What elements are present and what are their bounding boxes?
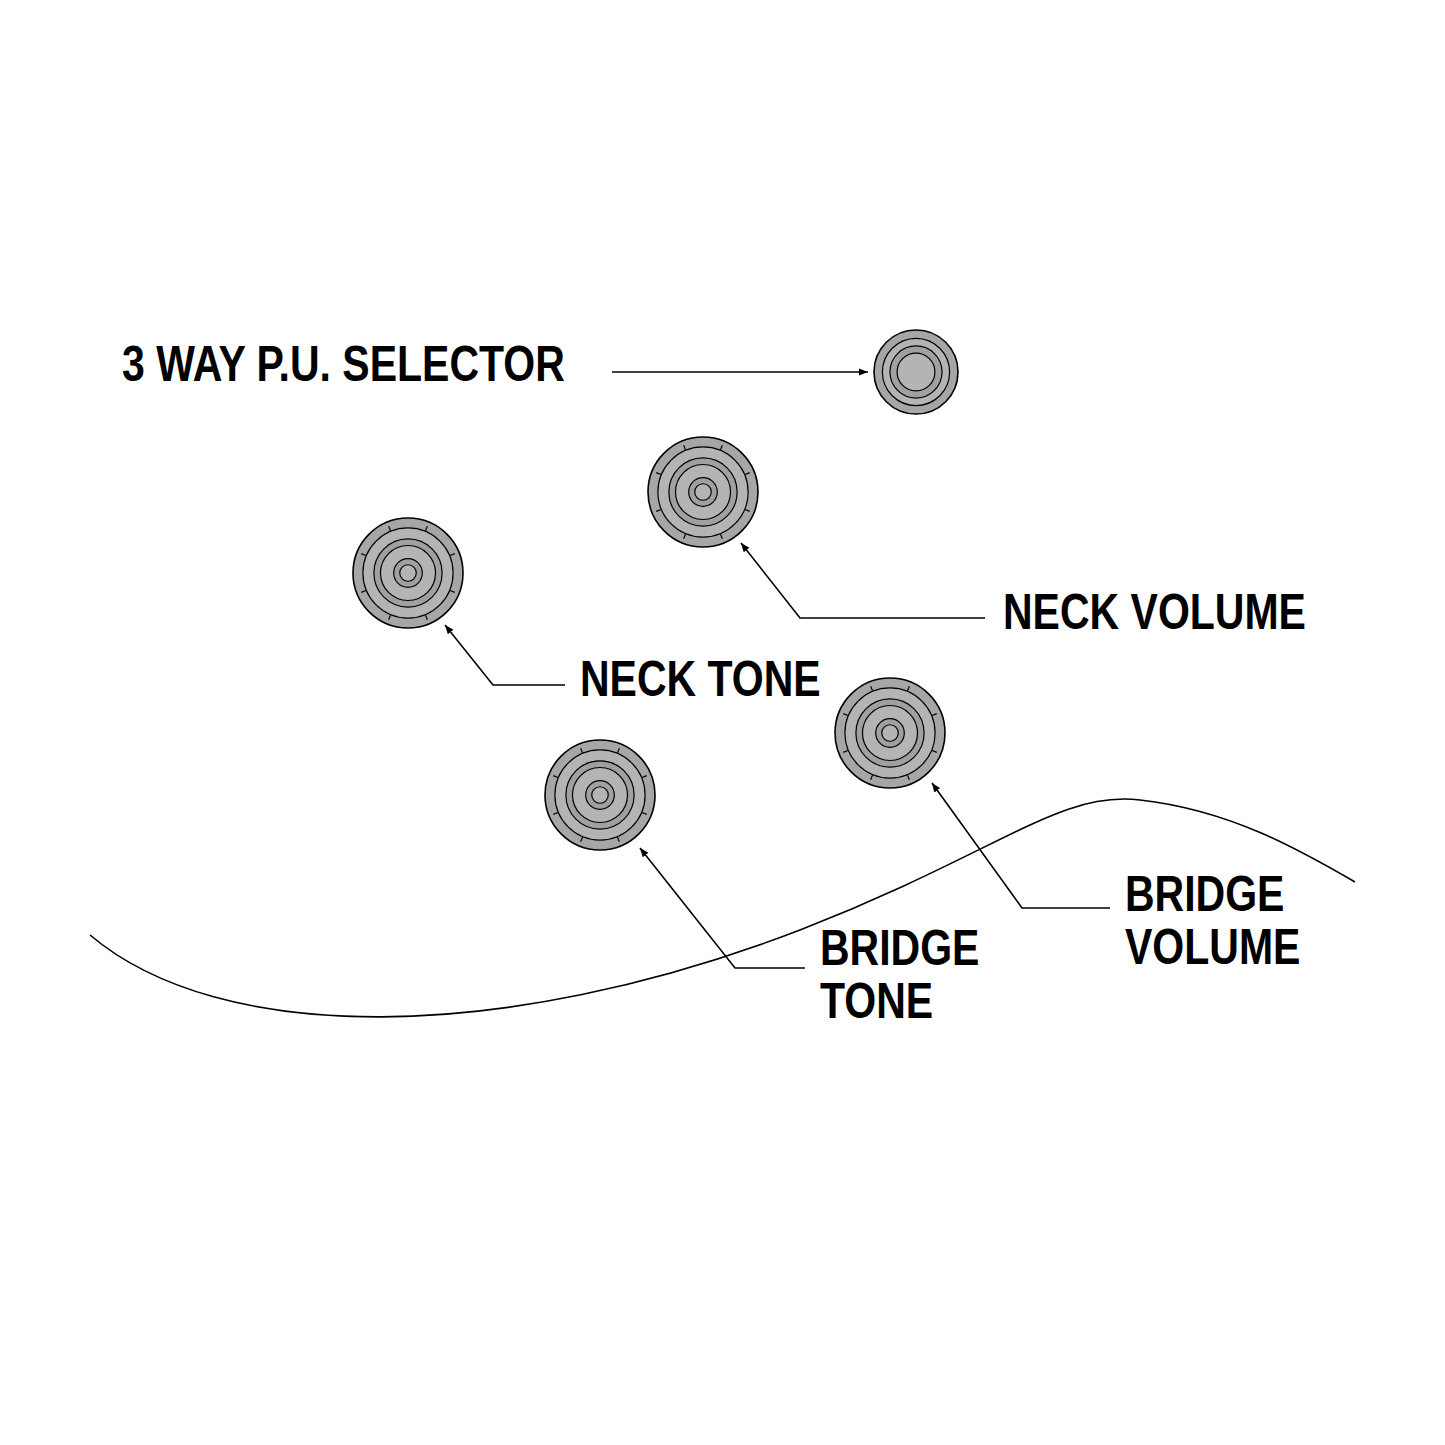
control-knob [353, 518, 463, 628]
knob-ring [381, 546, 436, 601]
knob-notch [907, 686, 909, 691]
knob-ring [835, 678, 945, 788]
knob-notch [581, 748, 583, 753]
knob-notch [642, 812, 647, 814]
knob-ring [394, 559, 423, 588]
knob-notch [450, 590, 455, 592]
knob-notch [843, 714, 848, 716]
knob-ring [890, 346, 942, 398]
knob-notch [907, 775, 909, 780]
knob-notch [720, 445, 722, 450]
knob-notch [425, 526, 427, 531]
knob-ring [566, 761, 634, 829]
knob-notch [581, 837, 583, 842]
knob-notch [871, 775, 873, 780]
knob-notch [642, 776, 647, 778]
selector-switch [874, 330, 958, 414]
knob-notch [684, 445, 686, 450]
knob-group [353, 330, 958, 850]
control-knob [648, 437, 758, 547]
knob-notch [617, 748, 619, 753]
knob-notch [553, 812, 558, 814]
knob-notch [425, 615, 427, 620]
knob-ring [374, 539, 442, 607]
knob-ring [863, 706, 918, 761]
knob-ring [545, 740, 655, 850]
leader-line [932, 783, 1110, 908]
knob-notch [932, 750, 937, 752]
knob-ring [353, 518, 463, 628]
knob-notch [361, 590, 366, 592]
part-label: 3 WAY P.U. SELECTOR [122, 338, 565, 391]
knob-ring [874, 330, 958, 414]
knob-notch [450, 554, 455, 556]
knob-ring [695, 484, 712, 501]
knob-notch [745, 473, 750, 475]
knob-ring [586, 781, 615, 810]
knob-ring [573, 768, 628, 823]
knob-notch [720, 534, 722, 539]
part-label: NECK VOLUME [1003, 586, 1306, 639]
knob-ring [882, 338, 949, 405]
knob-ring [897, 353, 935, 391]
knob-ring [689, 478, 718, 507]
leader-line [612, 371, 868, 373]
knob-ring [882, 725, 899, 742]
knob-notch [361, 554, 366, 556]
knob-ring [648, 437, 758, 547]
knob-notch [389, 526, 391, 531]
knob-ring [363, 528, 453, 618]
knob-notch [684, 534, 686, 539]
knob-ring [400, 565, 417, 582]
part-label: NECK TONE [580, 653, 821, 706]
part-label: BRIDGE VOLUME [1125, 868, 1322, 974]
knob-ring [856, 699, 924, 767]
control-knob [545, 740, 655, 850]
knob-notch [553, 776, 558, 778]
knob-ring [555, 750, 645, 840]
knob-notch [745, 509, 750, 511]
leader-line [445, 625, 565, 685]
knob-ring [845, 688, 935, 778]
knob-notch [389, 615, 391, 620]
knob-notch [871, 686, 873, 691]
knob-ring [592, 787, 609, 804]
knob-ring [658, 447, 748, 537]
knob-ring [676, 465, 731, 520]
knob-notch [617, 837, 619, 842]
knob-notch [656, 509, 661, 511]
body-edge [90, 799, 1355, 1017]
knob-notch [656, 473, 661, 475]
leader-line [741, 543, 985, 618]
knob-ring [876, 719, 905, 748]
knob-ring [669, 458, 737, 526]
part-label: BRIDGE TONE [820, 922, 1005, 1028]
knob-notch [843, 750, 848, 752]
leader-line [640, 848, 805, 968]
knob-notch [932, 714, 937, 716]
control-knob [835, 678, 945, 788]
